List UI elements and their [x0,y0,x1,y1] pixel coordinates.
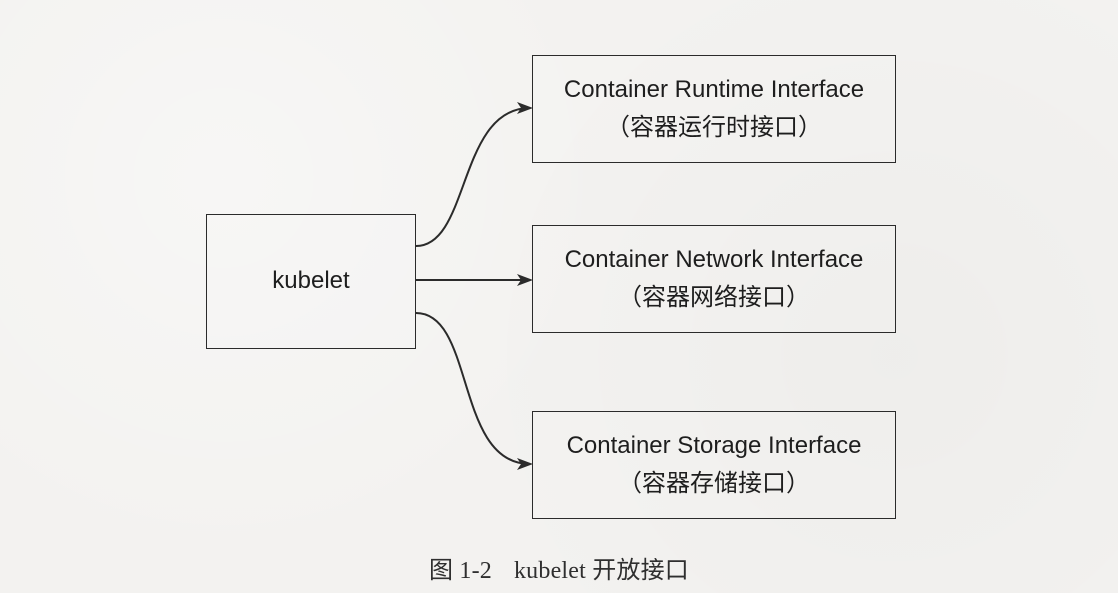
csi-subtitle: （容器存储接口） [618,469,810,497]
container-runtime-interface-box: Container Runtime Interface （容器运行时接口） [532,55,896,163]
cni-subtitle: （容器网络接口） [618,283,810,311]
figure-caption: 图 1-2 kubelet 开放接口 [0,550,1118,585]
cri-subtitle: （容器运行时接口） [606,113,822,141]
csi-title: Container Storage Interface [566,432,862,460]
arrow-to-cri [415,102,533,247]
figure-number: 图 1-2 [428,558,492,584]
kubelet-box: kubelet [206,214,416,349]
cni-title: Container Network Interface [564,246,864,274]
container-network-interface-box: Container Network Interface （容器网络接口） [532,225,896,333]
kubelet-label: kubelet [272,267,350,295]
cri-title: Container Runtime Interface [563,76,865,104]
figure-caption-text: kubelet 开放接口 [513,558,690,584]
arrow-to-csi [415,312,533,470]
container-storage-interface-box: Container Storage Interface （容器存储接口） [532,411,896,519]
